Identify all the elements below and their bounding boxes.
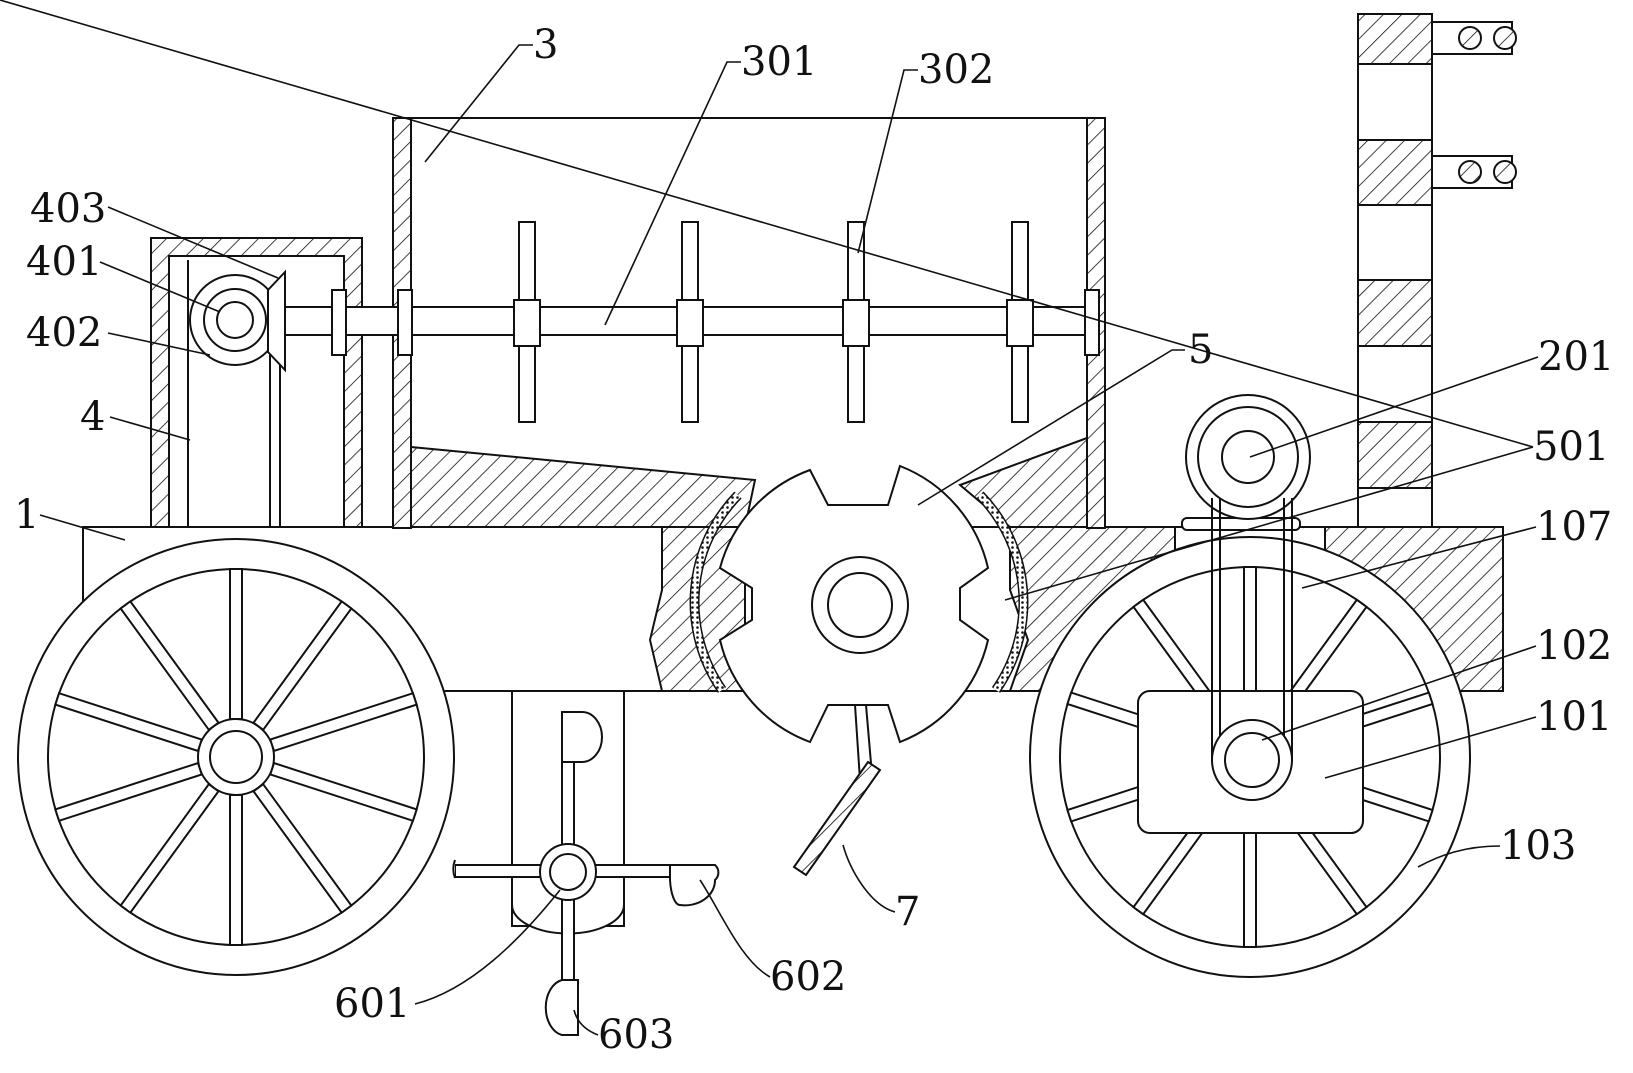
label-403: 403 (30, 186, 106, 232)
label-5: 5 (1188, 327, 1213, 373)
motor-housing (150, 237, 363, 528)
label-402: 402 (26, 310, 102, 356)
blade-hub (676, 299, 704, 347)
wheel-spoke (119, 782, 220, 915)
wheel-spoke (252, 599, 353, 732)
blade-hub (1006, 299, 1034, 347)
grip-knob (1493, 160, 1517, 184)
wheel-spoke (54, 691, 203, 753)
label-3: 3 (533, 22, 558, 68)
label-107: 107 (1536, 504, 1612, 550)
label-1: 1 (14, 492, 39, 538)
grip-knob (1493, 26, 1517, 50)
wheel-spoke (229, 794, 243, 946)
label-603: 603 (598, 1012, 674, 1058)
seed-chute (792, 704, 882, 877)
grip-knob (1458, 160, 1482, 184)
blade-hub (842, 299, 870, 347)
label-101: 101 (1536, 694, 1612, 740)
label-7: 7 (895, 889, 920, 935)
left-wheel (17, 538, 455, 976)
leader-lines (0, 0, 1539, 1036)
seed-metering-wheel (689, 464, 1029, 744)
push-handle (1357, 13, 1517, 528)
label-302: 302 (918, 47, 994, 93)
grip-knob (1458, 26, 1482, 50)
label-602: 602 (770, 954, 846, 1000)
label-501: 501 (1533, 424, 1609, 470)
label-201: 201 (1538, 334, 1614, 380)
wheel-spoke (54, 761, 203, 823)
label-4: 4 (80, 394, 105, 440)
wheel-spoke (1243, 566, 1257, 698)
label-102: 102 (1536, 623, 1612, 669)
furrow-opener (452, 690, 720, 1036)
wheel-spoke (269, 691, 418, 753)
belt-drive (1181, 394, 1311, 801)
blade-hub (513, 299, 541, 347)
label-601: 601 (334, 981, 410, 1027)
wheel-spoke (229, 568, 243, 720)
wheel-spoke (269, 761, 418, 823)
reference-labels: 3 301 302 403 401 402 4 1 5 201 501 107 … (14, 22, 1614, 1058)
stirring-shaft (284, 221, 1100, 423)
wheel-spoke (252, 782, 353, 915)
label-103: 103 (1500, 823, 1576, 869)
wheel-spoke (119, 599, 220, 732)
label-401: 401 (26, 239, 102, 285)
label-301: 301 (741, 39, 817, 85)
wheel-spoke (1243, 816, 1257, 948)
